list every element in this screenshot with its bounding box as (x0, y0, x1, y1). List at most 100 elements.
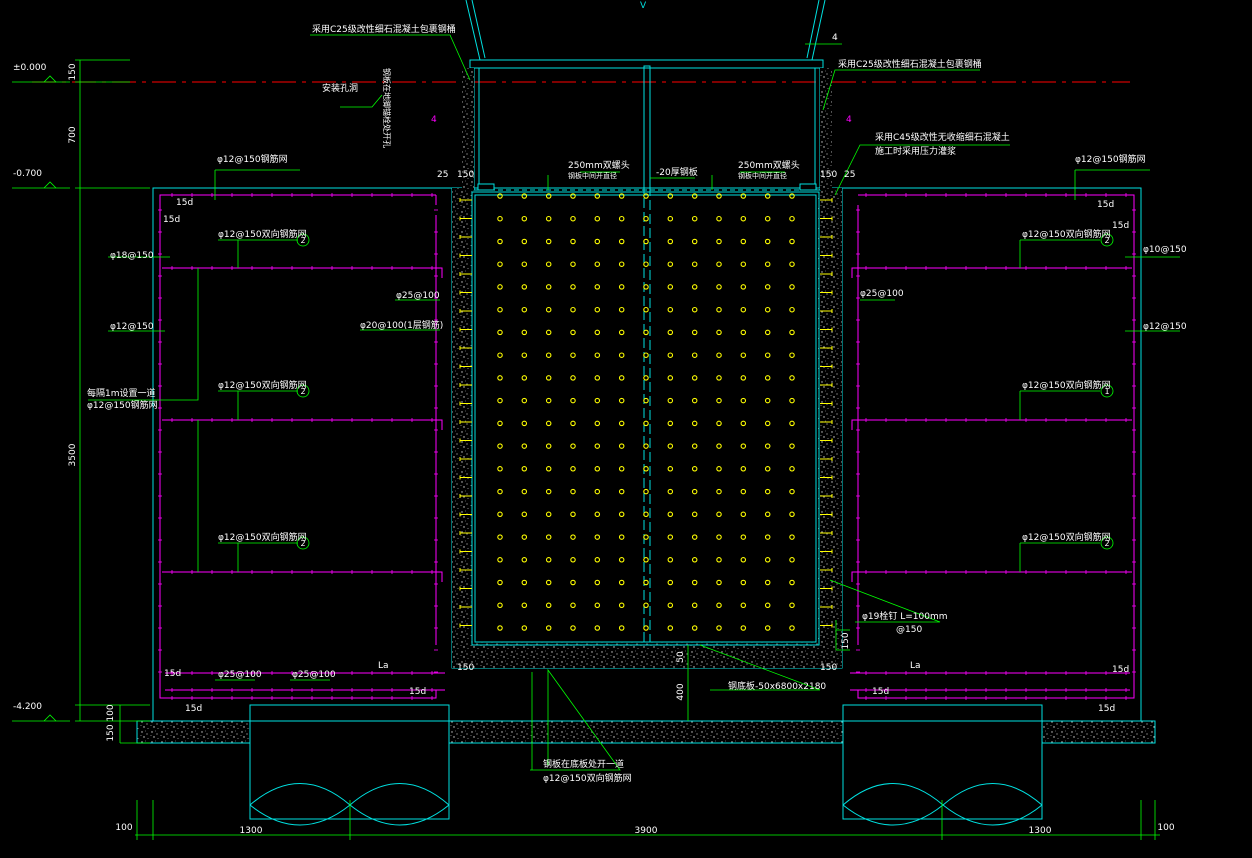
anchor-bolt (521, 443, 528, 449)
anchor-bolt (594, 488, 601, 495)
section-marker-right: 4 (846, 115, 852, 125)
anchor-bolt (740, 466, 747, 472)
anchor-bolt (716, 511, 722, 518)
anchor-bolt (691, 284, 698, 290)
anchor-bolt (789, 420, 795, 427)
anchor-bolt (497, 375, 503, 381)
anchor-bolt (618, 261, 625, 267)
shear-stud (459, 420, 472, 424)
anchor-bolt (740, 284, 747, 290)
shear-stud (820, 605, 833, 609)
lap-length-labels: 15d 15d 15d 15d 15d 15d 15d 15d 15d 15d (163, 198, 1129, 714)
label-c25-right: 采用C25级改性细石混凝土包裹钢桶 (838, 58, 982, 70)
anchor-bolt (789, 579, 795, 586)
anchor-bolt-grid (497, 193, 795, 631)
anchor-bolt (521, 534, 528, 540)
anchor-bolt (667, 488, 674, 495)
anchor-bolt (764, 193, 771, 199)
shear-stud (820, 383, 833, 387)
label-anchor-250-right: 250mm双螺头 (738, 160, 800, 171)
anchor-bolt (570, 602, 576, 609)
shear-stud (459, 401, 472, 406)
anchor-bolt (643, 557, 649, 563)
anchor-bolt (667, 352, 674, 358)
shear-stud (459, 475, 472, 480)
anchor-bolt (716, 238, 722, 245)
anchor-bolt (667, 625, 674, 631)
anchor-bolt (740, 443, 747, 449)
shear-stud (820, 512, 833, 517)
shear-studs-right (820, 198, 833, 628)
anchor-bolt (643, 420, 649, 427)
anchor-bolt (740, 602, 747, 609)
anchor-bolt (740, 557, 747, 563)
anchor-bolt (643, 625, 649, 631)
shear-stud (459, 253, 472, 258)
label-anchor-250-right-sub: 钢板中间开直径 (738, 171, 787, 180)
la-right: La (910, 661, 921, 671)
anchor-bolt (594, 215, 601, 222)
anchor-bolt (618, 420, 625, 427)
anchor-bolt (764, 466, 771, 472)
anchor-bolt (789, 443, 795, 449)
anchor-bolt (618, 534, 625, 540)
shear-stud (820, 494, 833, 498)
anchor-bolt (545, 602, 552, 609)
anchor-bolt (545, 193, 552, 199)
label-phi25-bottom-2: φ25@100 (292, 670, 336, 680)
anchor-bolt (594, 306, 601, 313)
anchor-bolt (643, 193, 649, 199)
label-mesh-right-3: φ12@150双向钢筋网 (1022, 531, 1111, 543)
anchor-bolt (764, 261, 771, 267)
elevation-bottom: -4.200 (13, 702, 42, 712)
anchor-bolt (570, 466, 576, 472)
piles (249, 704, 1043, 826)
anchor-bolt (716, 534, 722, 540)
anchor-bolt (521, 625, 528, 631)
shear-stud (459, 549, 472, 554)
anchor-bolt (497, 238, 503, 245)
anchor-bolt (667, 602, 674, 609)
shear-stud (459, 383, 472, 387)
anchor-bolt (643, 352, 649, 358)
anchor-bolt (667, 306, 674, 313)
anchor-bolt (497, 420, 503, 427)
dim-700: 700 (68, 126, 78, 143)
dim-150b: 150 (106, 724, 116, 741)
anchor-bolt (643, 306, 649, 313)
anchor-bolt (764, 329, 771, 336)
anchor-bolt (691, 375, 698, 381)
label-bolt: φ19栓钉 L=100mm (862, 610, 948, 622)
anchor-bolt (716, 261, 722, 267)
anchor-bolt (497, 329, 503, 336)
anchor-bolt (740, 511, 747, 518)
shear-stud (820, 401, 833, 406)
left-dimension-labels: 150 700 3500 100 150 (68, 63, 116, 741)
label-bottom-note: 钢板在底板处开一道 (543, 758, 624, 770)
label-bottom-note-sub: φ12@150双向钢筋网 (543, 772, 632, 784)
anchor-bolt (764, 579, 771, 586)
anchor-bolt (570, 420, 576, 427)
lap-lt1: 15d (176, 198, 193, 208)
shear-stud (459, 198, 472, 202)
shear-stud (820, 420, 833, 424)
anchor-bolt (497, 557, 503, 563)
label-phi12-right: φ12@150 (1143, 322, 1187, 332)
shear-stud (820, 290, 833, 295)
dim-3500: 3500 (68, 443, 78, 466)
anchor-bolt (643, 466, 649, 472)
anchor-bolt (740, 306, 747, 313)
anchor-bolt (497, 443, 503, 449)
anchor-bolt (643, 329, 649, 336)
anchor-bolt (497, 397, 503, 404)
shear-stud (459, 235, 472, 239)
anchor-bolt (570, 352, 576, 358)
anchor-bolt (764, 352, 771, 358)
anchor-bolt (643, 375, 649, 381)
lap-rb2: 15d (872, 687, 889, 697)
anchor-bolt (545, 511, 552, 518)
anchor-bolt (716, 397, 722, 404)
shear-stud (459, 512, 472, 517)
anchor-bolt (570, 329, 576, 336)
anchor-bolt (764, 511, 771, 518)
